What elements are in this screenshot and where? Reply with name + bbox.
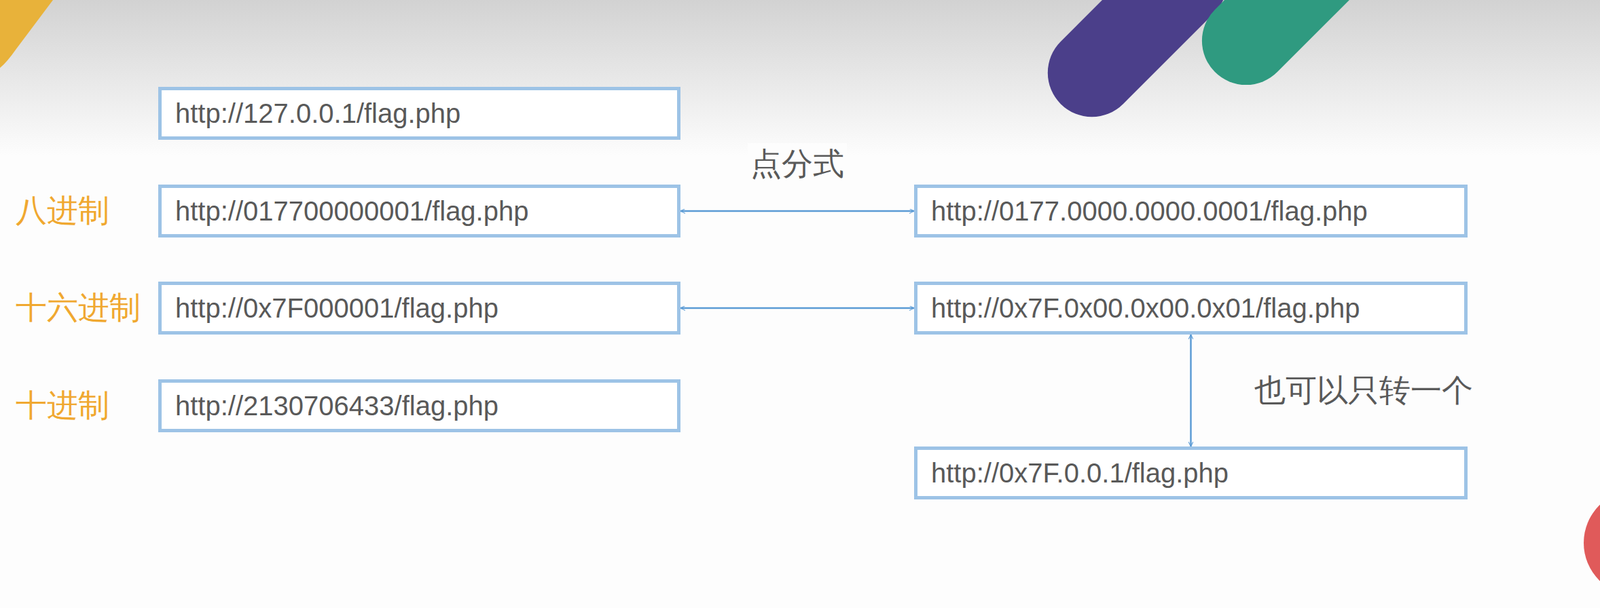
edge-label: 点分式 xyxy=(747,143,847,186)
url-box: http://0x7F.0.0.1/flag.php xyxy=(914,446,1468,500)
url-box: http://127.0.0.1/flag.php xyxy=(158,86,681,140)
url-text: http://2130706433/flag.php xyxy=(175,391,499,422)
url-box: http://017700000001/flag.php xyxy=(158,184,681,238)
url-box: http://0x7F.0x00.0x00.0x01/flag.php xyxy=(914,281,1468,335)
base-label: 八进制 xyxy=(15,190,110,233)
edge-label: 也可以只转一个 xyxy=(1251,370,1476,413)
base-label: 十进制 xyxy=(15,385,110,428)
green-decoration xyxy=(1183,0,1391,104)
url-text: http://0x7F.0x00.0x00.0x01/flag.php xyxy=(931,293,1361,324)
url-box: http://0177.0000.0000.0001/flag.php xyxy=(914,184,1468,238)
top-gradient xyxy=(0,0,1600,157)
url-text: http://0177.0000.0000.0001/flag.php xyxy=(931,196,1368,227)
base-label: 十六进制 xyxy=(15,287,141,330)
double-arrow xyxy=(1189,334,1192,447)
corner-decoration xyxy=(0,0,53,68)
url-text: http://017700000001/flag.php xyxy=(175,196,529,227)
url-text: http://0x7F.0.0.1/flag.php xyxy=(931,458,1229,489)
url-text: http://127.0.0.1/flag.php xyxy=(175,98,461,130)
red-decoration xyxy=(1583,490,1600,597)
url-box: http://2130706433/flag.php xyxy=(158,379,681,433)
double-arrow xyxy=(680,307,915,310)
url-box: http://0x7F000001/flag.php xyxy=(158,281,681,335)
url-text: http://0x7F000001/flag.php xyxy=(175,293,499,324)
double-arrow xyxy=(680,210,915,213)
